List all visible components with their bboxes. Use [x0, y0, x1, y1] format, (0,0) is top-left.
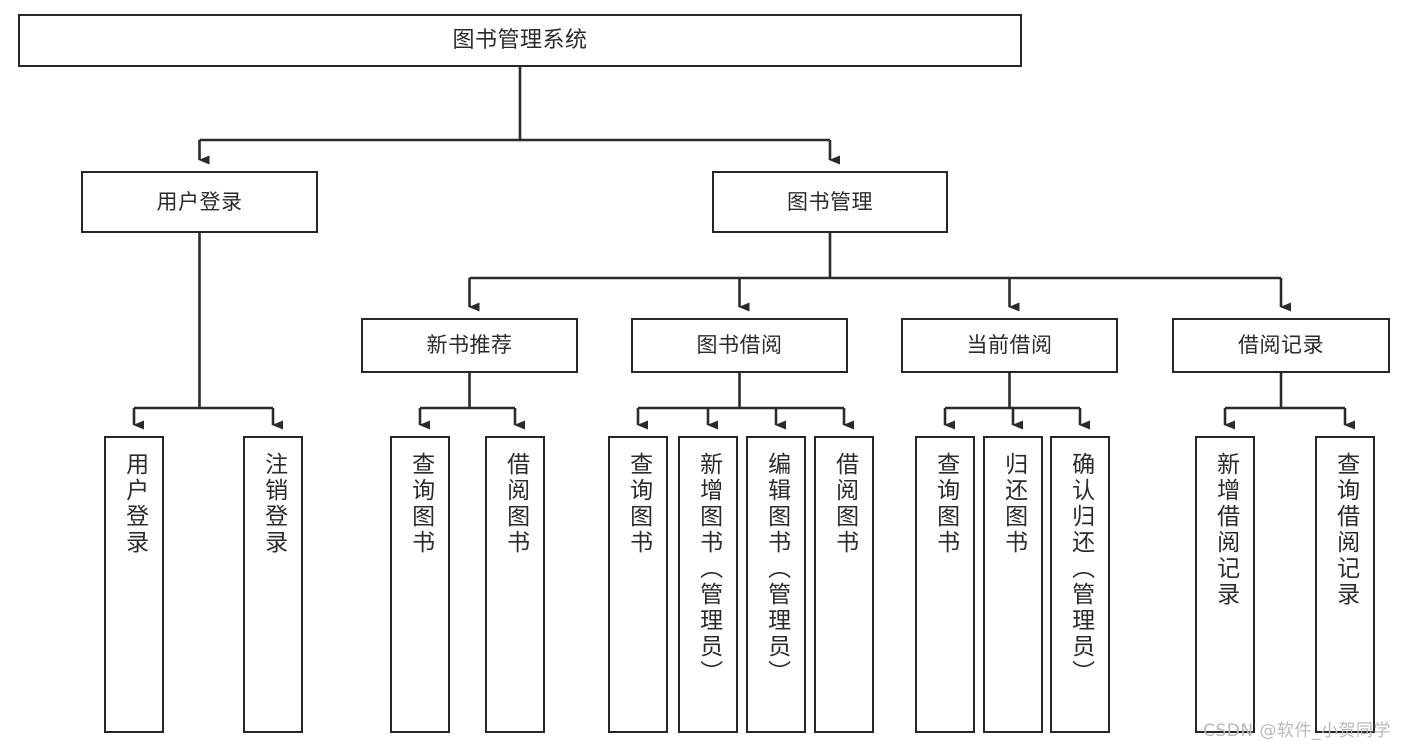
node-leaf-rec-query-book-label: 查询图书	[407, 452, 434, 556]
node-leaf-rec-query-book[interactable]: 查询图书	[390, 436, 450, 733]
node-leaf-borrow-edit-book[interactable]: 编辑图书（管理员）	[746, 436, 806, 733]
node-current-borrow-label: 当前借阅	[966, 333, 1053, 358]
node-new-book-recommend-label: 新书推荐	[426, 333, 513, 358]
node-leaf-borrow-borrow-book-label: 借阅图书	[831, 452, 858, 556]
node-leaf-borrow-add-book-label: 新增图书（管理员）	[695, 452, 722, 686]
node-leaf-borrow-borrow-book[interactable]: 借阅图书	[814, 436, 874, 733]
node-leaf-user-logout[interactable]: 注销登录	[243, 436, 303, 733]
node-borrow-record-label: 借阅记录	[1238, 333, 1324, 358]
node-leaf-current-return-book[interactable]: 归还图书	[983, 436, 1043, 733]
node-leaf-record-query-label: 查询借阅记录	[1332, 452, 1359, 608]
node-leaf-current-confirm-return[interactable]: 确认归还（管理员）	[1050, 436, 1110, 733]
csdn-watermark: CSDN @软件_小贺同学	[1203, 721, 1391, 741]
node-root[interactable]: 图书管理系统	[18, 14, 1022, 67]
node-leaf-current-query-book-label: 查询图书	[932, 452, 959, 556]
node-user-login[interactable]: 用户登录	[81, 171, 318, 233]
node-leaf-current-return-book-label: 归还图书	[1000, 452, 1027, 556]
node-root-label: 图书管理系统	[452, 27, 588, 53]
node-leaf-current-confirm-return-label: 确认归还（管理员）	[1067, 452, 1094, 686]
node-leaf-record-add-label: 新增借阅记录	[1212, 452, 1239, 608]
node-leaf-borrow-query-book[interactable]: 查询图书	[608, 436, 668, 733]
node-leaf-user-logout-label: 注销登录	[260, 452, 287, 556]
node-leaf-record-add[interactable]: 新增借阅记录	[1195, 436, 1255, 733]
node-user-login-label: 用户登录	[156, 189, 243, 214]
node-leaf-record-query[interactable]: 查询借阅记录	[1315, 436, 1375, 733]
node-current-borrow[interactable]: 当前借阅	[901, 318, 1118, 373]
node-leaf-borrow-query-book-label: 查询图书	[625, 452, 652, 556]
node-new-book-recommend[interactable]: 新书推荐	[361, 318, 578, 373]
node-book-manage-label: 图书管理	[787, 189, 873, 214]
node-leaf-borrow-add-book[interactable]: 新增图书（管理员）	[678, 436, 738, 733]
node-borrow-record[interactable]: 借阅记录	[1172, 318, 1390, 373]
node-leaf-borrow-edit-book-label: 编辑图书（管理员）	[763, 452, 790, 686]
node-leaf-user-login-label: 用户登录	[121, 452, 148, 556]
node-leaf-rec-borrow-book-label: 借阅图书	[502, 452, 529, 556]
node-book-borrow-label: 图书借阅	[696, 333, 783, 358]
node-leaf-user-login[interactable]: 用户登录	[104, 436, 164, 733]
node-book-manage[interactable]: 图书管理	[712, 171, 948, 233]
node-book-borrow[interactable]: 图书借阅	[631, 318, 848, 373]
node-leaf-rec-borrow-book[interactable]: 借阅图书	[485, 436, 545, 733]
node-leaf-current-query-book[interactable]: 查询图书	[915, 436, 975, 733]
